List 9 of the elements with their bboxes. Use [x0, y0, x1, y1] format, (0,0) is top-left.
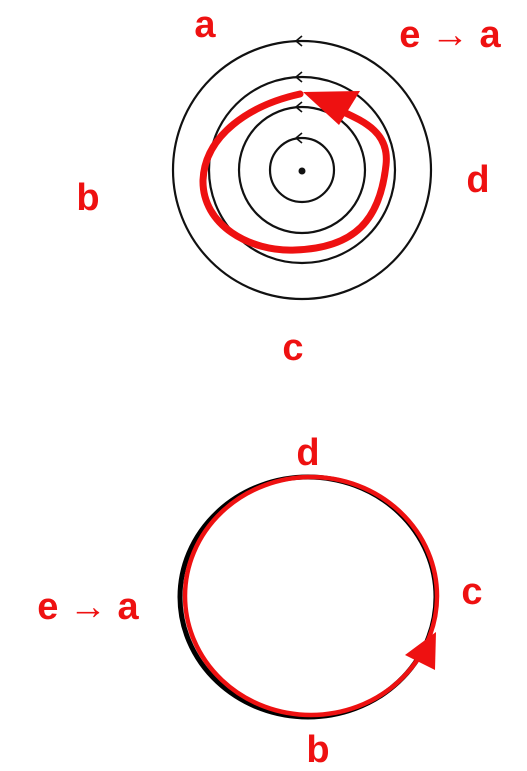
point-label: d: [466, 161, 490, 199]
point-label: b: [76, 179, 100, 217]
point-label: c: [282, 329, 304, 367]
point-label: e → a: [399, 16, 501, 54]
point-label: c: [461, 573, 483, 611]
point-label: d: [296, 434, 320, 472]
point-label: e → a: [37, 588, 139, 626]
point-label: a: [194, 6, 216, 44]
point-label: b: [306, 731, 330, 769]
